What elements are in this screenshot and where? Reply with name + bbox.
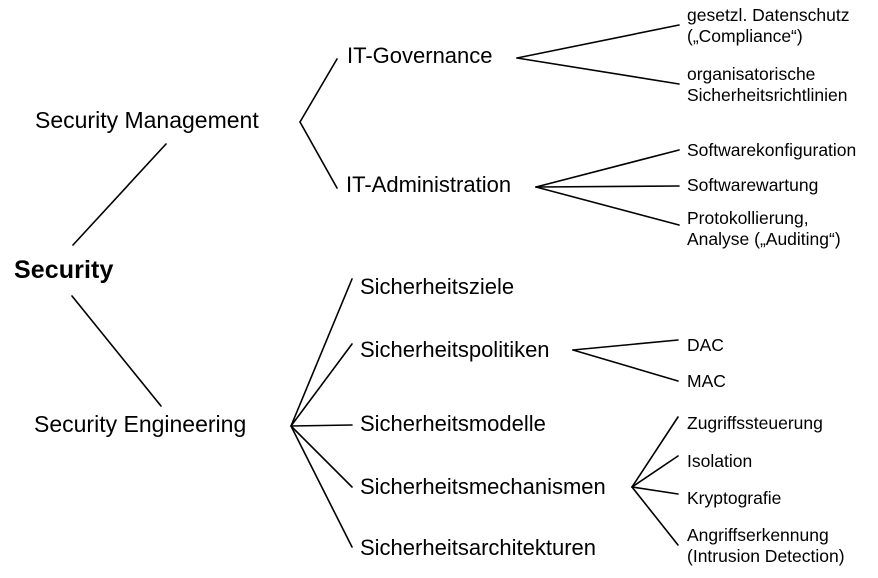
node-organisatorische-sicherheitsrichtlinien: organisatorische Sicherheitsrichtlinien	[687, 64, 848, 106]
edge-it-administration-to-softwarewartung	[535, 185, 680, 188]
edge-security-to-security-engineering	[71, 295, 162, 407]
edge-it-administration-to-softwarekonfiguration	[535, 149, 680, 188]
node-kryptografie: Kryptografie	[687, 488, 782, 508]
edge-sicherheitsmechanismen-to-kryptografie	[631, 486, 679, 495]
edge-security-management-to-it-administration	[299, 121, 338, 189]
node-gesetzl-datenschutz-compliance: gesetzl. Datenschutz („Compliance“)	[687, 5, 850, 47]
edge-sicherheitsmechanismen-to-angriffserkennung	[631, 486, 679, 546]
edge-it-governance-to-organisatorische-sicherheitsrichtlinien	[516, 57, 680, 85]
edge-security-engineering-to-sicherheitsarchitekturen	[290, 425, 353, 548]
edge-sicherheitspolitiken-to-dac	[572, 339, 679, 351]
node-angriffserkennung-intrusion-detection: Angriffserkennung (Intrusion Detection)	[687, 525, 845, 567]
edge-sicherheitsmechanismen-to-zugriffssteuerung	[631, 416, 679, 488]
node-sicherheitsarchitekturen: Sicherheitsarchitekturen	[360, 535, 597, 560]
edge-security-engineering-to-sicherheitsmechanismen	[290, 425, 353, 488]
node-security-engineering: Security Engineering	[34, 411, 247, 437]
node-dac: DAC	[687, 335, 724, 355]
edge-sicherheitsmechanismen-to-isolation	[631, 455, 679, 488]
edge-sicherheitspolitiken-to-mac	[572, 349, 679, 382]
node-security-root: Security	[14, 256, 114, 284]
edge-security-management-to-it-governance	[299, 58, 338, 123]
edge-security-engineering-to-sicherheitspolitiken	[290, 343, 353, 427]
node-softwarewartung: Softwarewartung	[687, 175, 819, 195]
node-isolation: Isolation	[687, 451, 753, 471]
node-protokollierung-analyse-auditing: Protokollierung, Analyse („Auditing“)	[687, 208, 841, 250]
node-mac: MAC	[687, 371, 726, 391]
node-sicherheitsziele: Sicherheitsziele	[360, 274, 515, 299]
node-sicherheitsmechanismen: Sicherheitsmechanismen	[360, 474, 606, 499]
edge-it-governance-to-gesetzl-datenschutz	[516, 24, 680, 59]
node-it-administration: IT-Administration	[346, 172, 512, 197]
node-sicherheitspolitiken: Sicherheitspolitiken	[360, 337, 550, 362]
edge-it-administration-to-protokollierung	[535, 186, 680, 226]
node-security-management: Security Management	[35, 107, 259, 133]
node-softwarekonfiguration: Softwarekonfiguration	[687, 140, 857, 160]
node-sicherheitsmodelle: Sicherheitsmodelle	[360, 411, 546, 436]
edge-security-to-security-management	[72, 143, 167, 246]
edge-security-engineering-to-sicherheitsziele	[290, 278, 353, 427]
edge-security-engineering-to-sicherheitsmodelle	[290, 424, 353, 427]
node-zugriffssteuerung: Zugriffssteuerung	[687, 413, 823, 433]
node-it-governance: IT-Governance	[347, 43, 493, 68]
